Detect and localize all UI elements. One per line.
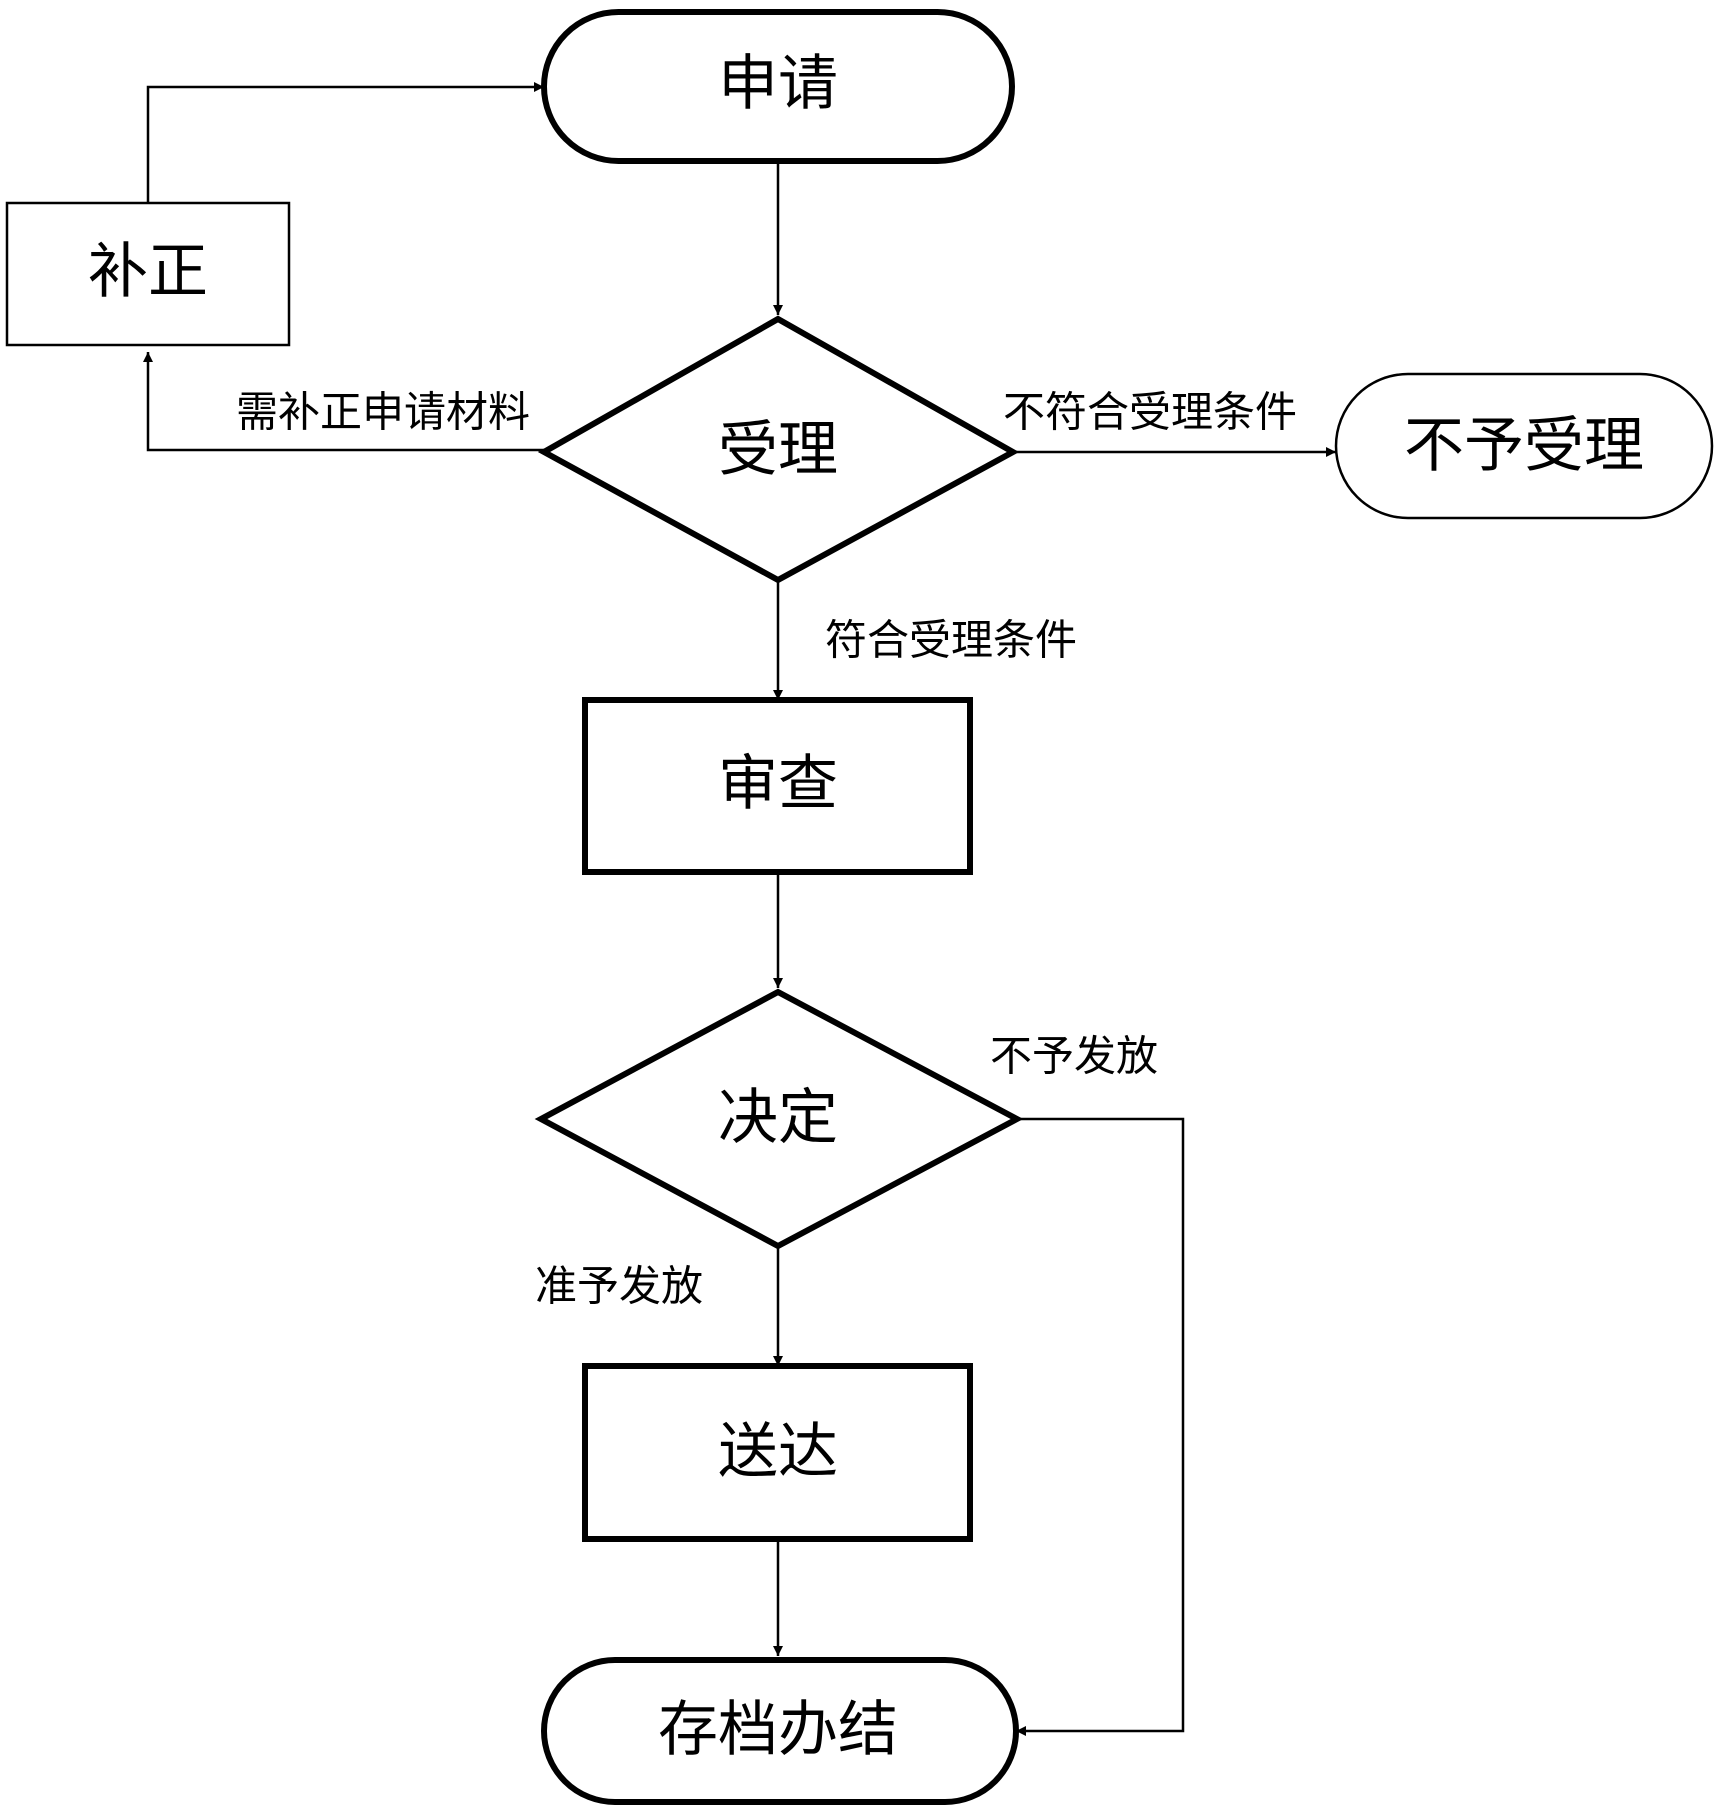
node-decision-shape bbox=[534, 988, 1024, 1250]
node-labels: 申请 补正 受理 不予受理 审查 决定 送达 存档办结 bbox=[88, 49, 1644, 1765]
edge-label-need-correction: 需补正申请材料 bbox=[236, 388, 530, 437]
edge-decision-to-archive bbox=[1016, 1117, 1185, 1736]
node-reject-label: 不予受理 bbox=[1404, 411, 1644, 481]
node-accept-shape bbox=[537, 315, 1020, 584]
node-apply-shape bbox=[541, 9, 1015, 164]
node-review-shape bbox=[582, 697, 973, 875]
node-accept-label: 受理 bbox=[718, 415, 838, 485]
edge-label-not-eligible: 不符合受理条件 bbox=[1003, 388, 1297, 437]
node-review-label: 审查 bbox=[718, 749, 838, 819]
node-decision-label: 决定 bbox=[718, 1083, 838, 1153]
edge-labels: 需补正申请材料 不符合受理条件 符合受理条件 不予发放 准予发放 bbox=[236, 388, 1297, 1311]
node-deliver-shape bbox=[582, 1363, 973, 1542]
node-archive-shape bbox=[541, 1657, 1019, 1805]
node-archive-label: 存档办结 bbox=[658, 1695, 898, 1765]
node-correction-shape bbox=[5, 201, 291, 347]
node-correction-label: 补正 bbox=[88, 237, 208, 307]
edge-label-eligible: 符合受理条件 bbox=[825, 616, 1077, 665]
edge-correction-to-apply bbox=[146, 82, 544, 203]
node-deliver-label: 送达 bbox=[718, 1417, 838, 1487]
node-apply-label: 申请 bbox=[718, 49, 838, 119]
edge-label-not-granted: 不予发放 bbox=[990, 1032, 1158, 1081]
nodes bbox=[5, 9, 1714, 1805]
edge-label-granted: 准予发放 bbox=[535, 1262, 703, 1311]
connectors bbox=[143, 82, 1336, 1736]
edge-accept-to-correction bbox=[143, 352, 544, 452]
node-reject-shape bbox=[1334, 372, 1714, 520]
